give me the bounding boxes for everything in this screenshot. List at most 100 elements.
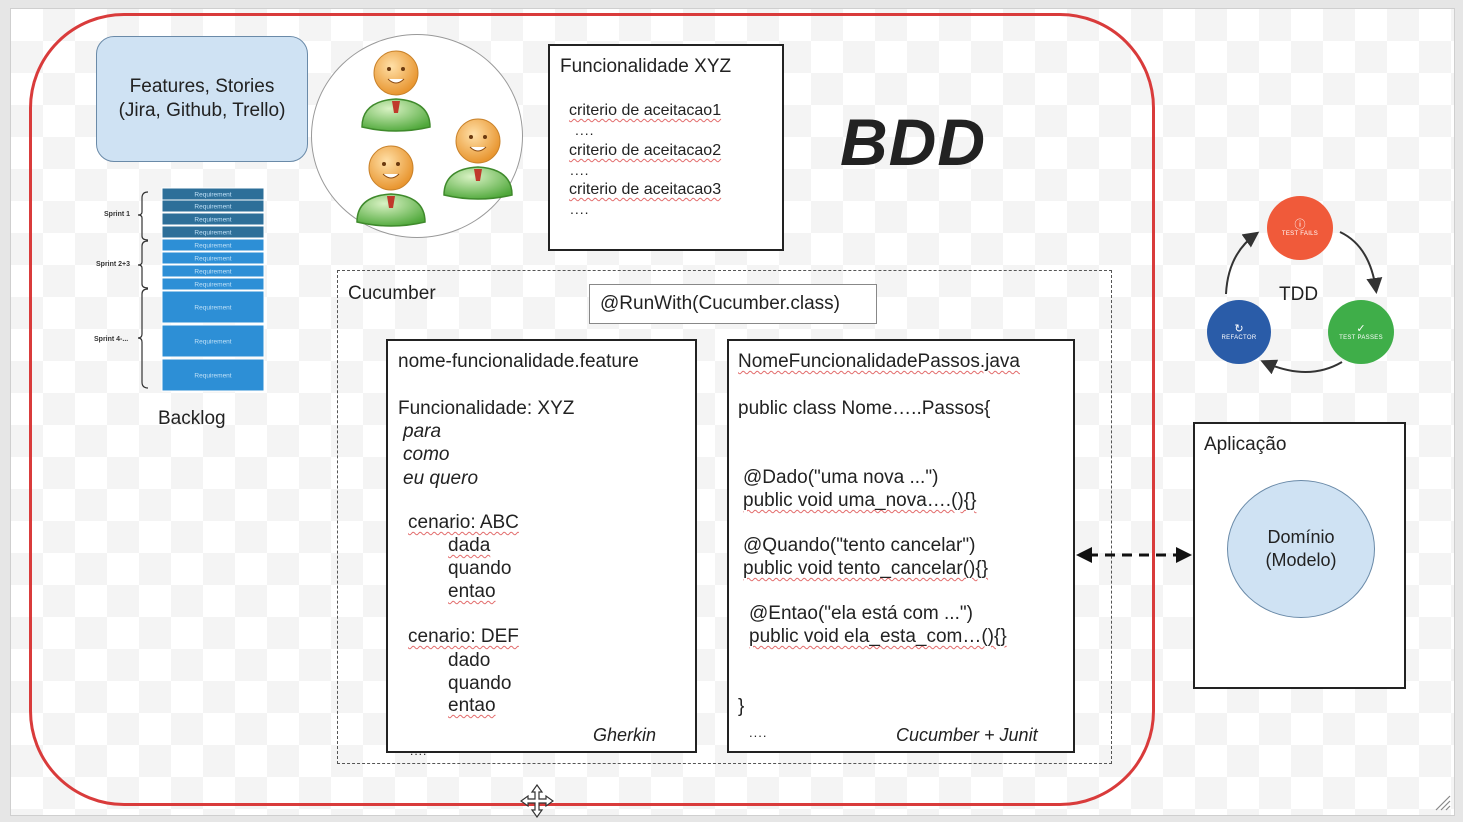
person-icon	[443, 118, 513, 200]
steps-file-title: NomeFuncionalidadePassos.java	[738, 351, 1020, 372]
cenario-keyword: cenario: ABC	[408, 512, 519, 533]
cenario-keyword: cenario: DEF	[408, 626, 519, 647]
sprint-bracket	[137, 288, 149, 389]
backlog-requirement-block	[161, 225, 265, 239]
features-stories-box: Features, Stories (Jira, Github, Trello)	[96, 36, 308, 162]
criterio-ellipsis: ....	[575, 122, 595, 138]
sprint-label: Sprint 4-...	[94, 336, 128, 343]
backlog-graphic: RequirementRequirementRequirementRequire…	[94, 187, 265, 392]
check-icon: ✓	[1356, 323, 1366, 335]
dado-method: public void uma_nova….(){}	[743, 490, 977, 511]
backlog-requirement-block	[161, 264, 265, 278]
gherkin-footer: Gherkin	[593, 725, 657, 745]
tdd-stage-label: TEST PASSES	[1339, 335, 1383, 341]
backlog-requirement-block	[161, 324, 265, 358]
backlog-requirement-block	[161, 290, 265, 324]
backlog-requirement-label: Requirement	[194, 339, 231, 346]
backlog-requirement-block	[161, 251, 265, 265]
sprint-label: Sprint 1	[104, 211, 130, 218]
backlog-requirement-block	[161, 358, 265, 392]
feature-para: para	[403, 421, 442, 442]
backlog-requirement-label: Requirement	[194, 282, 231, 289]
runwith-text: @RunWith(Cucumber.class)	[600, 293, 840, 314]
feature-cenario-abc: cenario: ABC	[408, 512, 519, 534]
dominio-line1: Domínio	[1267, 527, 1335, 547]
refresh-icon: ↻	[1234, 323, 1244, 335]
sprint-bracket	[137, 240, 149, 289]
tdd-label: TDD	[1279, 284, 1319, 305]
runwith-annotation-box: @RunWith(Cucumber.class)	[589, 284, 877, 324]
backlog-requirement-label: Requirement	[194, 204, 231, 211]
bdd-frame	[29, 13, 1155, 806]
criterio-1: criterio de aceitacao1	[569, 102, 722, 119]
aplicacao-label: Aplicação	[1204, 434, 1287, 455]
backlog-items: RequirementRequirementRequirementRequire…	[161, 187, 265, 392]
funcionalidade-box: Funcionalidade XYZ criterio de aceitacao…	[548, 44, 784, 251]
backlog-requirement-label: Requirement	[194, 305, 231, 312]
feature-step: dada	[448, 535, 491, 556]
stakeholders-circle	[311, 34, 523, 238]
class-closing-brace: }	[738, 696, 745, 717]
backlog-label: Backlog	[158, 408, 226, 429]
backlog-requirement-label: Requirement	[194, 217, 231, 224]
funcionalidade-title: Funcionalidade XYZ	[560, 56, 732, 77]
backlog-requirement-label: Requirement	[194, 256, 231, 263]
criterio-ellipsis: ....	[570, 162, 590, 178]
backlog-requirement-label: Requirement	[194, 243, 231, 250]
backlog-requirement-label: Requirement	[194, 230, 231, 237]
entao-annotation: @Entao("ela está com ...")	[749, 603, 973, 624]
move-cursor-icon	[520, 784, 554, 818]
feature-step: quando	[448, 673, 512, 694]
quando-method: public void tento_cancelar(){}	[743, 558, 989, 579]
feature-como: como	[403, 444, 450, 465]
backlog-requirement-block	[161, 199, 265, 213]
feature-cenario-def: cenario: DEF	[408, 626, 519, 648]
cucumber-label: Cucumber	[348, 283, 436, 304]
backlog-requirement-label: Requirement	[194, 192, 231, 199]
stakeholders-graphic	[356, 50, 513, 227]
entao-method: public void ela_esta_com…(){}	[749, 626, 1007, 647]
backlog-requirement-block	[161, 212, 265, 226]
tdd-test-fails-stage: ⓘ TEST FAILS	[1267, 196, 1333, 260]
steps-file-box: NomeFuncionalidadePassos.java public cla…	[727, 339, 1075, 753]
backlog-requirement-label: Requirement	[194, 269, 231, 276]
cucumber-junit-footer: Cucumber + Junit	[896, 725, 1038, 745]
feature-trailing-dots: ....	[410, 744, 428, 758]
person-icon	[356, 145, 426, 227]
cucumber-container	[337, 270, 1112, 764]
criterio-2: criterio de aceitacao2	[569, 142, 722, 159]
dominio-ellipse: Domínio (Modelo)	[1227, 480, 1375, 618]
features-line2: (Jira, Github, Trello)	[118, 100, 286, 121]
criterio-3: criterio de aceitacao3	[569, 181, 722, 198]
sprint-bracket	[137, 191, 149, 241]
steps-class-declaration: public class Nome…..Passos{	[738, 398, 991, 419]
tdd-stage-label: REFACTOR	[1221, 335, 1257, 341]
bdd-title: BDD	[840, 105, 986, 179]
tdd-cycle-arrows	[1225, 231, 1383, 375]
feature-step: quando	[448, 558, 512, 579]
backlog-requirement-block	[161, 277, 265, 291]
person-icon	[361, 50, 431, 132]
tdd-test-passes-stage: ✓ TEST PASSES	[1328, 300, 1394, 364]
feature-eu-quero: eu quero	[403, 468, 479, 489]
feature-step: dado	[448, 650, 491, 671]
feature-funcionalidade: Funcionalidade: XYZ	[398, 398, 575, 419]
backlog-requirement-block	[161, 238, 265, 252]
tdd-refactor-stage: ↻ REFACTOR	[1207, 300, 1271, 364]
feature-file-box: nome-funcionalidade.feature Funcionalida…	[386, 339, 697, 753]
features-line1: Features, Stories	[129, 76, 275, 97]
feature-file-title: nome-funcionalidade.feature	[398, 351, 639, 372]
tdd-stage-label: TEST FAILS	[1281, 231, 1319, 237]
dominio-line2: (Modelo)	[1265, 550, 1337, 570]
steps-dots: ....	[749, 725, 768, 740]
feature-step: entao	[448, 695, 496, 716]
sprint-label: Sprint 2+3	[96, 261, 130, 268]
backlog-requirement-label: Requirement	[194, 373, 231, 380]
bidirectional-arrow	[1076, 547, 1192, 563]
alert-icon: ⓘ	[1294, 219, 1306, 231]
criterio-ellipsis: ....	[570, 201, 590, 217]
dado-annotation: @Dado("uma nova ...")	[743, 467, 939, 488]
feature-step: entao	[448, 581, 496, 602]
quando-annotation: @Quando("tento cancelar")	[743, 535, 976, 556]
resize-grip-icon[interactable]	[1432, 792, 1452, 812]
